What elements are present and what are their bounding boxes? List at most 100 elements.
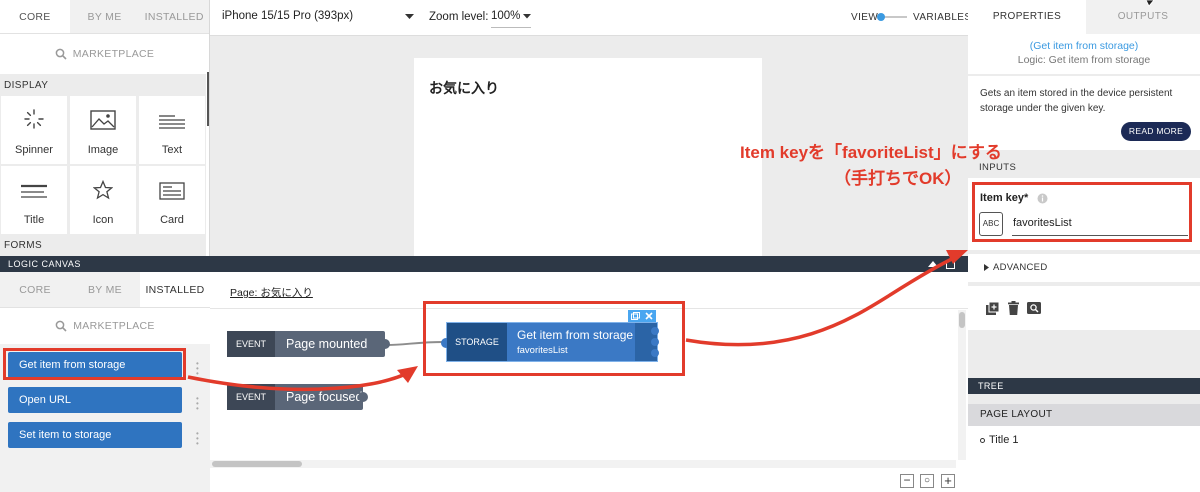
annotation-text-line1: Item keyを「favoriteList」にする	[740, 143, 1002, 162]
item-key-value: favoritesList	[1013, 217, 1072, 229]
logic-tab-installed[interactable]: INSTALLED	[140, 272, 210, 307]
node-toolbar	[628, 310, 656, 322]
storage-node-get-item[interactable]: STORAGE Get item from storage favoritesL…	[441, 322, 659, 362]
zoom-select[interactable]: 100%	[491, 8, 531, 28]
component-label: Card	[160, 214, 184, 226]
zoom-select-value: 100%	[491, 10, 521, 22]
search-icon	[55, 48, 67, 60]
toggle-knob	[877, 13, 885, 21]
output-port[interactable]	[651, 338, 659, 346]
inspect-icon[interactable]	[1027, 302, 1041, 314]
tab-installed[interactable]: INSTALLED	[144, 11, 204, 23]
tab-by-me[interactable]: BY ME	[87, 11, 122, 23]
advanced-toggle[interactable]: ADVANCED	[968, 254, 1200, 282]
output-port[interactable]	[380, 339, 390, 349]
forms-section-label: FORMS	[4, 240, 43, 251]
read-more-button[interactable]: READ MORE	[1121, 122, 1191, 141]
component-text[interactable]: Text	[139, 96, 205, 164]
tab-properties[interactable]: PROPERTIES	[968, 0, 1086, 34]
spinner-icon	[24, 109, 44, 129]
output-port[interactable]	[651, 327, 659, 335]
logic-marketplace-button[interactable]: MARKETPLACE	[0, 308, 210, 344]
tree-item-title[interactable]: Title 1	[980, 434, 1019, 446]
storage-tag: STORAGE	[447, 323, 507, 361]
horizontal-scrollbar[interactable]	[210, 460, 956, 468]
scrollbar-thumb[interactable]	[959, 312, 965, 328]
text-type-badge[interactable]: ABC	[979, 212, 1003, 236]
vertical-scrollbar[interactable]	[958, 310, 966, 460]
mouse-cursor-icon	[1146, 0, 1155, 7]
node-title: (Get item from storage)	[1029, 40, 1139, 52]
scrollbar-thumb[interactable]	[207, 72, 209, 126]
storage-node-title: Get item from storage	[517, 328, 634, 342]
event-tag: EVENT	[227, 331, 275, 357]
zoom-out-button[interactable]: −	[900, 474, 914, 488]
close-icon[interactable]	[645, 312, 653, 320]
chevron-down-icon	[405, 14, 414, 19]
component-tabs: CORE BY ME INSTALLED	[0, 0, 209, 34]
drag-handle-icon[interactable]: •••	[196, 359, 199, 378]
star-icon	[93, 180, 113, 200]
preview-toolbar: iPhone 15/15 Pro (393px) Zoom level: 100…	[210, 0, 972, 36]
logic-library-panel: CORE BY ME INSTALLED MARKETPLACE Get ite…	[0, 272, 210, 492]
marketplace-button[interactable]: MARKETPLACE	[0, 34, 209, 74]
tree-node-icon	[980, 437, 985, 443]
annotation-highlight-block	[3, 348, 186, 380]
zoom-reset-button[interactable]: ○	[920, 474, 934, 488]
input-port[interactable]	[441, 338, 451, 348]
scrollbar-thumb[interactable]	[212, 461, 302, 467]
event-label: Page focused	[286, 390, 363, 404]
block-get-item-from-storage[interactable]: Get item from storage	[8, 352, 182, 378]
phone-preview[interactable]: お気に入り	[414, 58, 762, 256]
zoom-in-button[interactable]: +	[941, 474, 955, 488]
drag-handle-icon[interactable]: •••	[196, 429, 199, 448]
display-section-label: DISPLAY	[4, 80, 49, 91]
component-image[interactable]: Image	[70, 96, 136, 164]
copy-icon[interactable]	[631, 312, 640, 320]
component-title[interactable]: Title	[1, 166, 67, 234]
event-connector-line	[386, 341, 445, 346]
logic-tab-core[interactable]: CORE	[19, 284, 51, 296]
event-label: Page mounted	[286, 337, 368, 351]
annotation-highlight-input	[972, 182, 1192, 242]
drag-handle-icon[interactable]: •••	[196, 394, 199, 413]
variables-label: VARIABLES	[913, 12, 972, 23]
page-breadcrumb-link[interactable]: Page: お気に入り	[230, 287, 313, 299]
component-panel: CORE BY ME INSTALLED MARKETPLACE DISPLAY…	[0, 0, 210, 256]
tree-bar: TREE	[968, 378, 1200, 394]
item-key-input[interactable]: favoritesList	[1012, 214, 1188, 236]
properties-panel: PROPERTIES OUTPUTS (Get item from storag…	[968, 0, 1200, 492]
logic-tab-by-me[interactable]: BY ME	[88, 284, 122, 296]
node-subtitle: Logic: Get item from storage	[1017, 54, 1151, 66]
component-label: Title	[23, 214, 45, 226]
component-card[interactable]: Card	[139, 166, 205, 234]
output-port[interactable]	[358, 392, 368, 402]
page-title[interactable]: お気に入り	[429, 80, 499, 96]
advanced-label: ADVANCED	[993, 262, 1048, 273]
tree-view: Title 1	[968, 426, 1200, 492]
device-select[interactable]: iPhone 15/15 Pro (393px)	[222, 8, 414, 28]
storage-node-sub: favoritesList	[517, 345, 568, 356]
trash-icon[interactable]	[1008, 301, 1019, 315]
output-port[interactable]	[651, 349, 659, 357]
event-node-page-mounted[interactable]: EVENT Page mounted	[227, 331, 390, 357]
marketplace-label: MARKETPLACE	[73, 320, 155, 332]
component-spinner[interactable]: Spinner	[1, 96, 67, 164]
component-icon[interactable]: Icon	[70, 166, 136, 234]
block-open-url[interactable]: Open URL	[8, 387, 182, 413]
tab-core[interactable]: CORE	[0, 0, 70, 33]
collapse-up-icon[interactable]	[928, 261, 938, 267]
annotation-highlight-node	[423, 301, 685, 376]
block-set-item-to-storage[interactable]: Set item to storage	[8, 422, 182, 448]
caret-right-icon	[984, 264, 989, 271]
tab-outputs[interactable]: OUTPUTS	[1086, 0, 1200, 34]
title-icon	[21, 184, 47, 198]
view-variables-toggle[interactable]	[877, 13, 907, 21]
component-label: Spinner	[15, 144, 53, 156]
duplicate-icon[interactable]	[986, 302, 999, 315]
card-icon	[159, 182, 185, 200]
info-icon[interactable]	[1037, 193, 1048, 204]
logic-tabs: CORE BY ME INSTALLED	[0, 272, 210, 308]
marketplace-label: MARKETPLACE	[72, 48, 155, 60]
